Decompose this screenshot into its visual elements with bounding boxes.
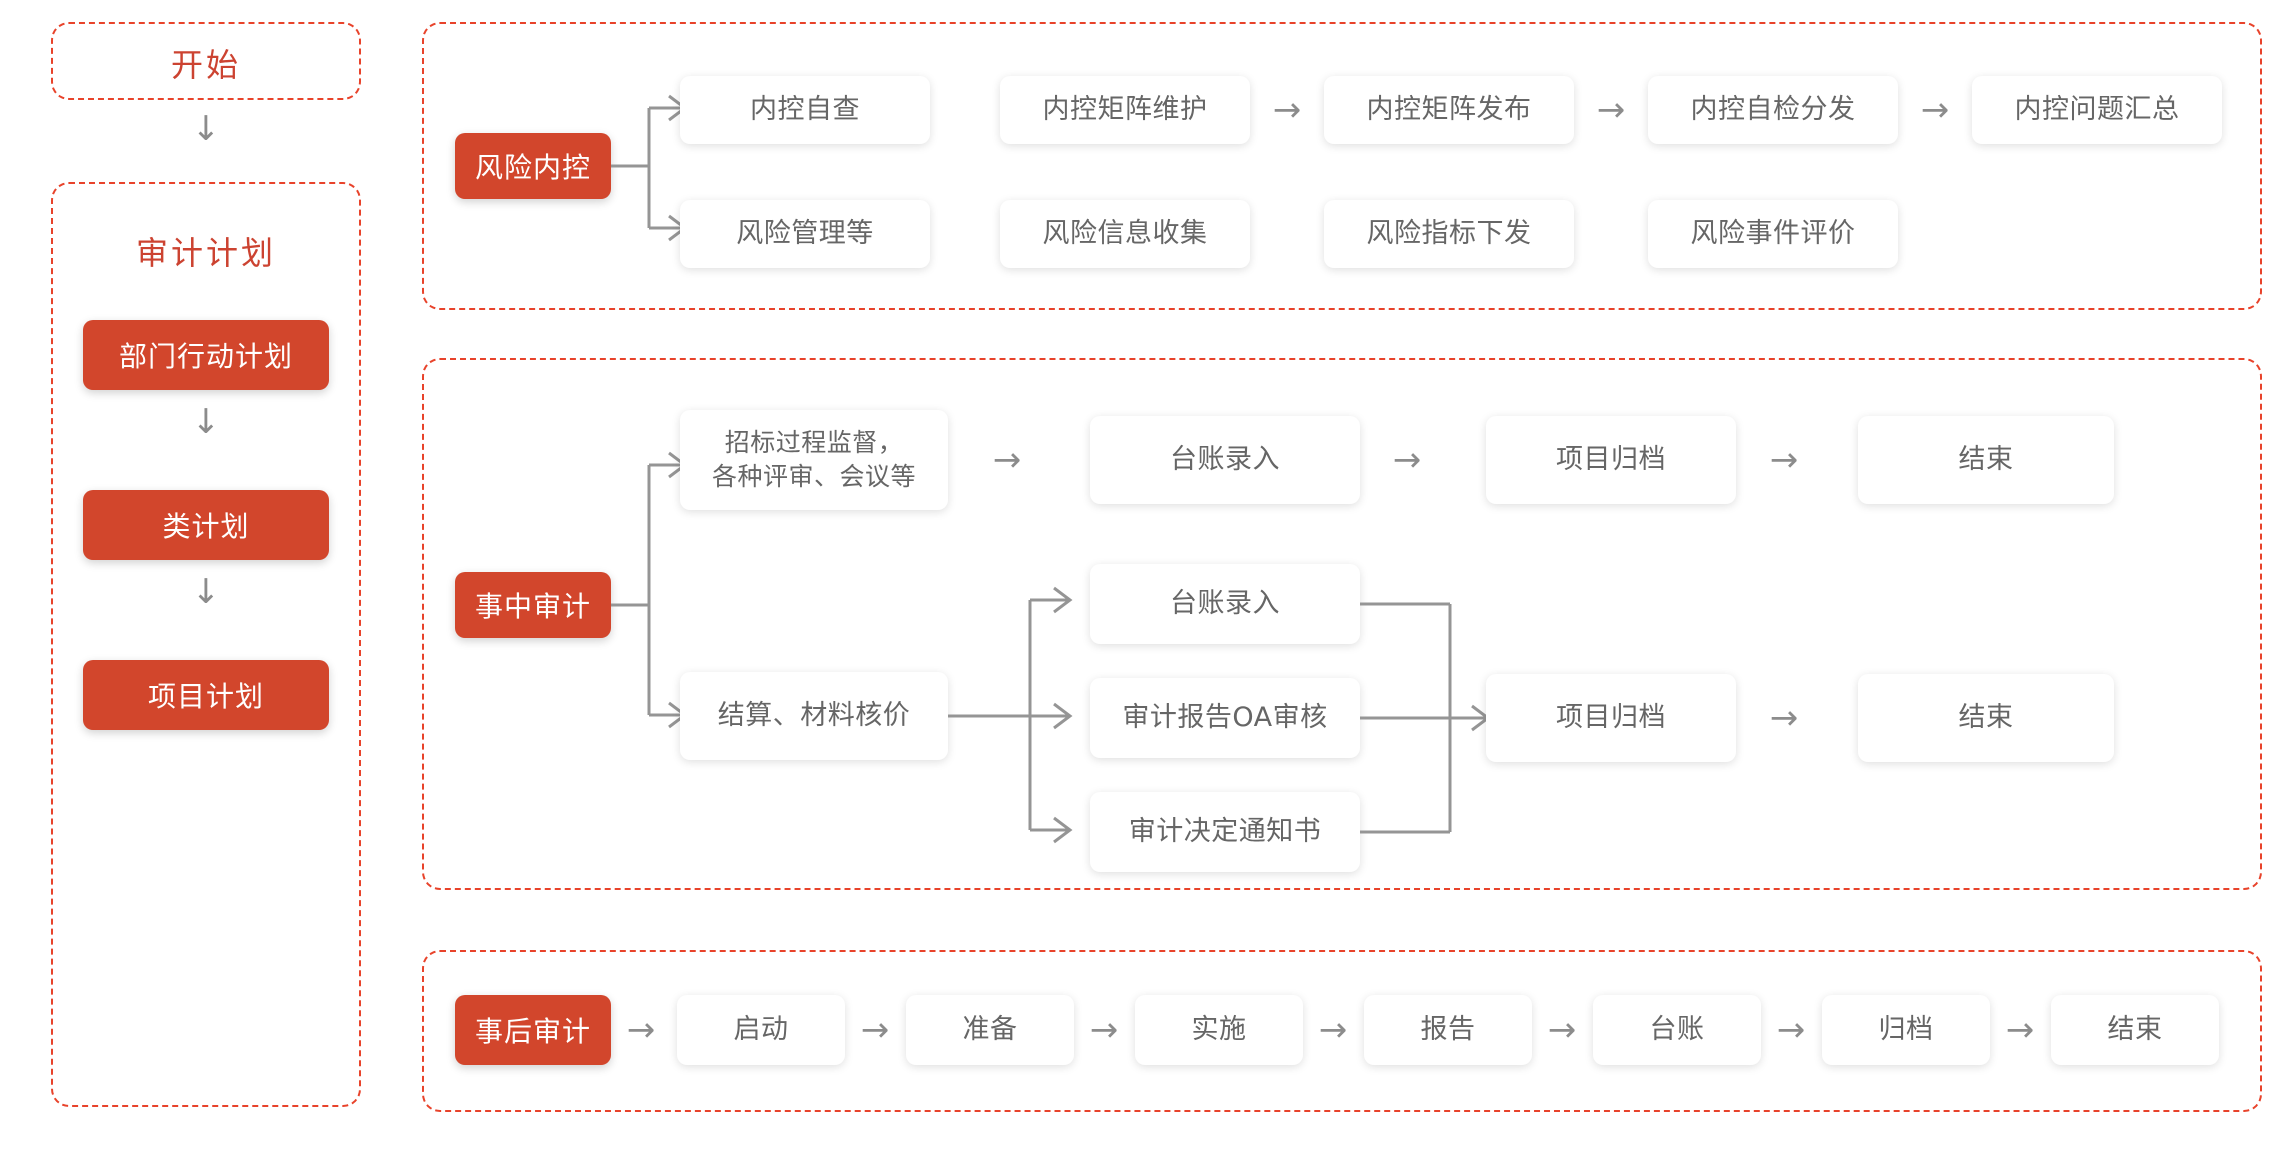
node-end-top[interactable]: 结束 — [1858, 416, 2114, 504]
node-project-archive-top[interactable]: 项目归档 — [1486, 416, 1736, 504]
node-risk-indicator-issue[interactable]: 风险指标下发 — [1324, 200, 1574, 268]
arrow-post-0: → — [626, 1010, 656, 1050]
sidebar-step-department-plan[interactable]: 部门行动计划 — [83, 320, 329, 390]
start-panel: 开始 — [51, 22, 361, 100]
arrow-post-6: → — [2005, 1010, 2035, 1050]
node-bidding-supervision-line1: 招标过程监督， — [724, 428, 904, 458]
section-label-post-audit[interactable]: 事后审计 — [455, 995, 611, 1065]
sidebar-arrow-down-1: ↓ — [191, 109, 221, 149]
arrow-row1-4: → — [1920, 90, 1950, 130]
arrow-row1-3: → — [1596, 90, 1626, 130]
node-post-start[interactable]: 启动 — [677, 995, 845, 1065]
node-risk-event-evaluation[interactable]: 风险事件评价 — [1648, 200, 1898, 268]
sidebar-arrow-down-2: ↓ — [191, 402, 221, 442]
node-post-archive[interactable]: 归档 — [1822, 995, 1990, 1065]
arrow-post-1: → — [860, 1010, 890, 1050]
arrow-bottom-branch-end: → — [1769, 698, 1799, 738]
node-internal-control-issue-summary[interactable]: 内控问题汇总 — [1972, 76, 2222, 144]
node-risk-info-collection[interactable]: 风险信息收集 — [1000, 200, 1250, 268]
node-project-archive-bottom[interactable]: 项目归档 — [1486, 674, 1736, 762]
node-bidding-supervision[interactable]: 招标过程监督， 各种评审、会议等 — [680, 410, 948, 510]
node-bidding-supervision-line2: 各种评审、会议等 — [711, 462, 916, 491]
section-label-in-process-audit[interactable]: 事中审计 — [455, 572, 611, 638]
node-post-ledger[interactable]: 台账 — [1593, 995, 1761, 1065]
arrow-post-5: → — [1776, 1010, 1806, 1050]
audit-plan-title: 审计计划 — [135, 234, 276, 272]
node-post-implement[interactable]: 实施 — [1135, 995, 1303, 1065]
node-post-prepare[interactable]: 准备 — [906, 995, 1074, 1065]
arrow-top-branch-2: → — [1392, 440, 1422, 480]
node-settlement-material-pricing[interactable]: 结算、材料核价 — [680, 672, 948, 760]
arrow-top-branch-3: → — [1769, 440, 1799, 480]
node-internal-control-self-check[interactable]: 内控自查 — [680, 76, 930, 144]
node-risk-management[interactable]: 风险管理等 — [680, 200, 930, 268]
arrow-post-4: → — [1547, 1010, 1577, 1050]
node-ledger-entry-bottom[interactable]: 台账录入 — [1090, 564, 1360, 644]
node-end-bottom[interactable]: 结束 — [1858, 674, 2114, 762]
section-label-risk-internal-control[interactable]: 风险内控 — [455, 133, 611, 199]
node-post-report[interactable]: 报告 — [1364, 995, 1532, 1065]
arrow-top-branch-1: → — [992, 440, 1022, 480]
sidebar-step-category-plan[interactable]: 类计划 — [83, 490, 329, 560]
sidebar-arrow-down-3: ↓ — [191, 572, 221, 612]
arrow-post-3: → — [1318, 1010, 1348, 1050]
arrow-row1-2: → — [1272, 90, 1302, 130]
node-internal-control-matrix-publish[interactable]: 内控矩阵发布 — [1324, 76, 1574, 144]
sidebar-step-project-plan[interactable]: 项目计划 — [83, 660, 329, 730]
node-audit-decision-notice[interactable]: 审计决定通知书 — [1090, 792, 1360, 872]
arrow-post-2: → — [1089, 1010, 1119, 1050]
node-audit-report-oa-review[interactable]: 审计报告OA审核 — [1090, 678, 1360, 758]
node-internal-control-self-check-distribute[interactable]: 内控自检分发 — [1648, 76, 1898, 144]
node-ledger-entry-top[interactable]: 台账录入 — [1090, 416, 1360, 504]
node-post-end[interactable]: 结束 — [2051, 995, 2219, 1065]
start-label: 开始 — [170, 46, 241, 84]
node-internal-control-matrix-maintain[interactable]: 内控矩阵维护 — [1000, 76, 1250, 144]
